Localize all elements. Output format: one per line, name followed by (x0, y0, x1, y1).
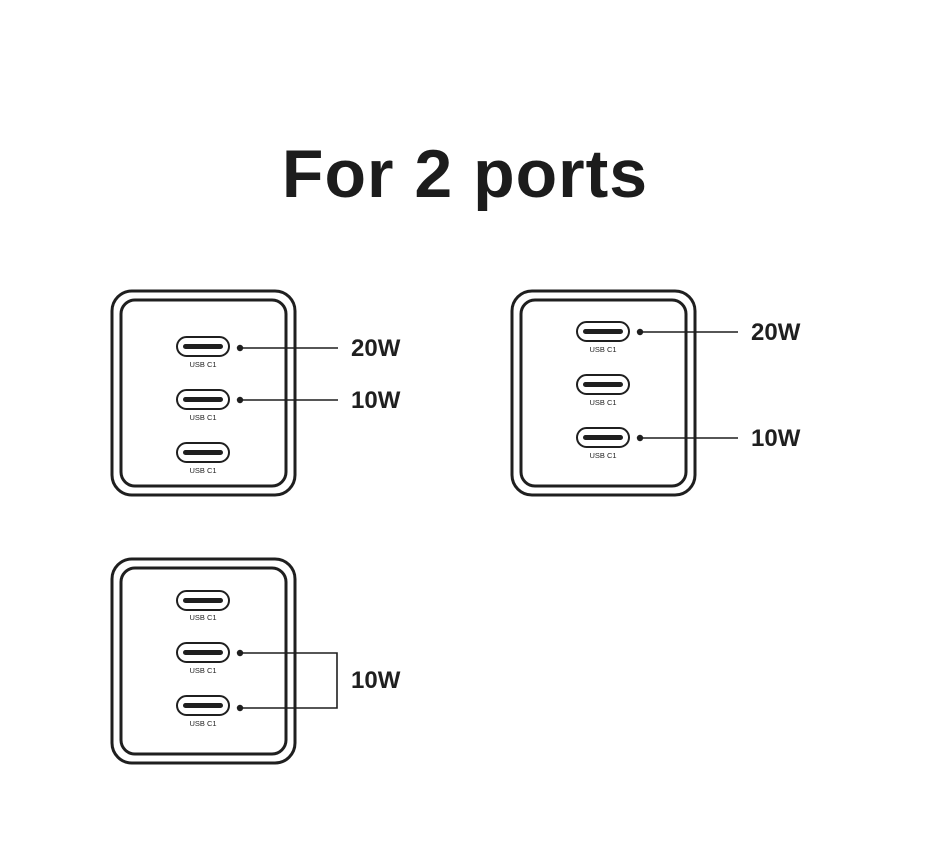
wattage-label: 10W (751, 425, 801, 452)
charger-face (119, 298, 288, 488)
charger-body (110, 289, 297, 497)
charger-face (519, 298, 688, 488)
connector-10w (236, 396, 338, 404)
port-labels: USB C1 USB C1 USB C1 USB C1 USB C1 USB C… (189, 345, 616, 728)
usb-c-port-2 (576, 374, 630, 395)
wattage-labels: 20W 10W 20W 10W 10W (351, 319, 801, 694)
port-label: USB C1 (189, 413, 216, 422)
usb-c-port-2 (176, 642, 230, 663)
connector-10w (636, 434, 738, 442)
bracket-connector-10w (236, 649, 338, 712)
usb-c-port-2 (176, 389, 230, 410)
usb-c-port-3 (576, 427, 630, 448)
port-label: USB C1 (189, 666, 216, 675)
usb-c-port-1 (576, 321, 630, 342)
wattage-label: 10W (351, 387, 401, 414)
page-title: For 2 ports (281, 136, 649, 212)
usb-c-port-3 (176, 442, 230, 463)
port-label: USB C1 (589, 451, 616, 460)
usb-c-port-3 (176, 695, 230, 716)
wattage-label: 20W (351, 335, 401, 362)
port-label: USB C1 (189, 466, 216, 475)
charger-2 (510, 289, 738, 497)
connector-20w (636, 328, 738, 336)
port-label: USB C1 (589, 398, 616, 407)
connector-20w (236, 344, 338, 352)
wattage-label: 10W (351, 667, 401, 694)
charger-body (110, 557, 297, 765)
wattage-label: 20W (751, 319, 801, 346)
port-label: USB C1 (189, 719, 216, 728)
charger-1 (110, 289, 338, 497)
usb-c-port-1 (176, 336, 230, 357)
charger-3 (110, 557, 338, 765)
port-label: USB C1 (189, 613, 216, 622)
port-label: USB C1 (189, 360, 216, 369)
port-label: USB C1 (589, 345, 616, 354)
charger-body (510, 289, 697, 497)
charger-face (119, 566, 288, 756)
usb-c-port-1 (176, 590, 230, 611)
